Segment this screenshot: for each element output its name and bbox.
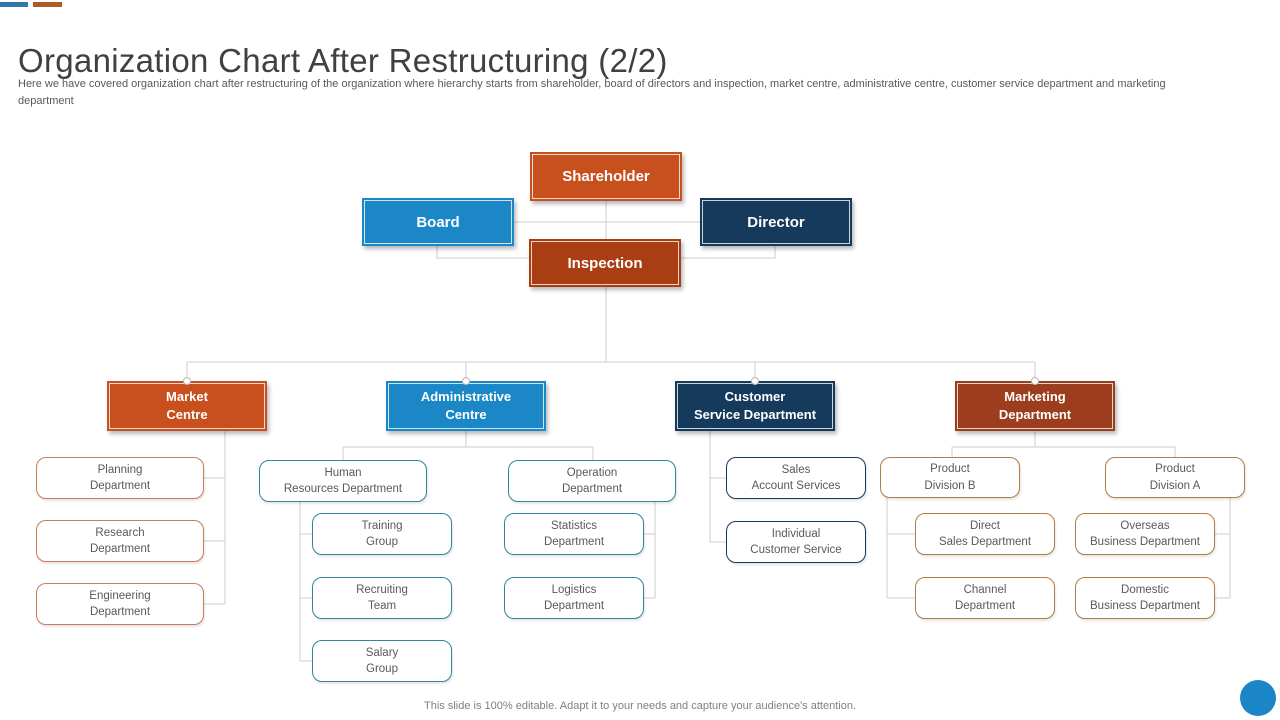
node-label: Direct Sales Department (938, 519, 1032, 548)
node-label: Salary Group (365, 646, 399, 675)
org-node-salary-group: Salary Group (312, 640, 452, 682)
org-node-training-group: Training Group (312, 513, 452, 555)
org-node-shareholder: Shareholder (530, 152, 682, 201)
accent-bar-orange (33, 2, 62, 7)
node-label: Marketing Department (998, 389, 1072, 422)
org-node-board: Board (362, 198, 514, 246)
org-node-product-division-b: Product Division B (880, 457, 1020, 498)
org-node-logistics-department: Logistics Department (504, 577, 644, 619)
node-label: Channel Department (954, 583, 1016, 612)
node-label: Research Department (89, 526, 151, 555)
node-label: Sales Account Services (751, 463, 841, 492)
node-label: Inspection (567, 254, 643, 272)
node-label: Shareholder (562, 168, 650, 185)
node-label: Market Centre (166, 389, 208, 422)
org-node-human-resources-department: Human Resources Department (259, 460, 427, 502)
node-label: Product Division A (1149, 463, 1201, 492)
node-label: Operation Department (561, 466, 623, 495)
org-node-market-centre: Market Centre (107, 381, 267, 431)
org-node-operation-department: Operation Department (508, 460, 676, 502)
org-node-sales-account-services: Sales Account Services (726, 457, 866, 499)
slide-subtitle: Here we have covered organization chart … (18, 78, 1166, 107)
org-node-engineering-department: Engineering Department (36, 583, 204, 625)
node-label: Board (416, 213, 460, 231)
org-node-recruiting-team: Recruiting Team (312, 577, 452, 619)
org-node-individual-customer-service: Individual Customer Service (726, 521, 866, 563)
org-node-direct-sales-department: Direct Sales Department (915, 513, 1055, 555)
org-node-customer-service-department: Customer Service Department (675, 381, 835, 431)
slide-footer-note: This slide is 100% editable. Adapt it to… (424, 700, 856, 712)
org-node-product-division-a: Product Division A (1105, 457, 1245, 498)
node-label: Administrative Centre (420, 389, 512, 422)
page-title: Organization Chart After Restructuring (… (18, 42, 668, 80)
node-label: Planning Department (89, 463, 151, 492)
node-label: Training Group (361, 519, 403, 548)
node-label: Director (747, 213, 805, 231)
accent-bar-blue (0, 2, 28, 7)
node-label: Logistics Department (543, 583, 605, 612)
org-node-marketing-department: Marketing Department (955, 381, 1115, 431)
node-label: Individual Customer Service (750, 527, 842, 556)
org-node-domestic-business-department: Domestic Business Department (1075, 577, 1215, 619)
org-node-statistics-department: Statistics Department (504, 513, 644, 555)
node-label: Customer Service Department (693, 389, 817, 422)
node-label: Engineering Department (89, 589, 151, 618)
org-node-channel-department: Channel Department (915, 577, 1055, 619)
org-node-overseas-business-department: Overseas Business Department (1075, 513, 1215, 555)
org-node-administrative-centre: Administrative Centre (386, 381, 546, 431)
node-label: Domestic Business Department (1090, 583, 1200, 612)
org-node-research-department: Research Department (36, 520, 204, 562)
node-label: Product Division B (924, 463, 976, 492)
node-label: Human Resources Department (283, 466, 403, 495)
org-node-planning-department: Planning Department (36, 457, 204, 499)
node-label: Overseas Business Department (1090, 519, 1200, 548)
corner-accent-circle (1240, 680, 1276, 716)
node-label: Recruiting Team (356, 583, 408, 612)
org-node-director: Director (700, 198, 852, 246)
org-node-inspection: Inspection (529, 239, 681, 287)
node-label: Statistics Department (543, 519, 605, 548)
